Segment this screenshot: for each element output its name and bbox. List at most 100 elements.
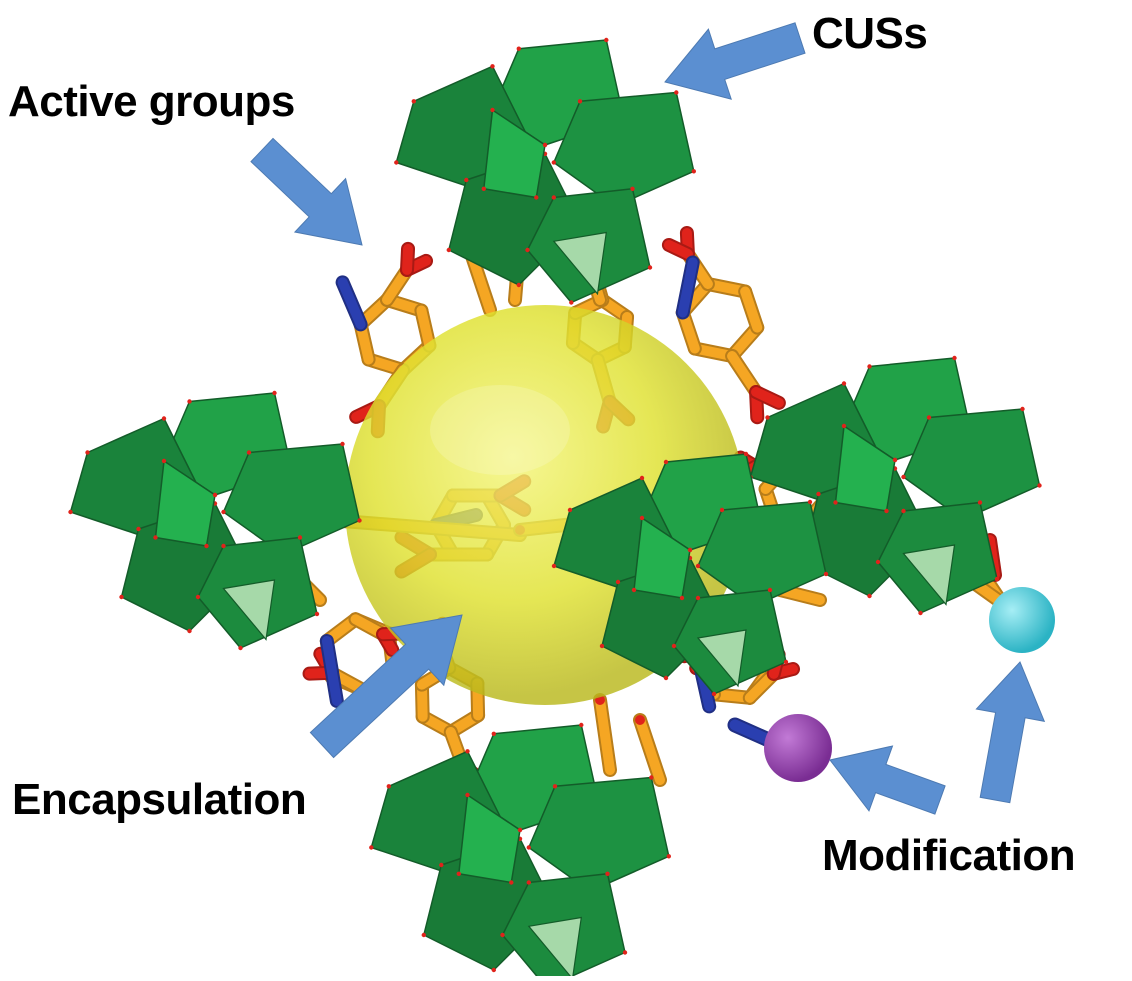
cluster-top (394, 37, 696, 305)
cluster-front-vertex-1-0 (567, 507, 573, 513)
cluster-bottom-light-facet (527, 916, 583, 981)
cluster-right-light-facet (902, 544, 956, 606)
cluster-top-vertex-4-2 (647, 265, 653, 270)
cluster-bottom-vertex-0-0 (491, 731, 496, 736)
cluster-front-facet-2 (697, 501, 827, 607)
cluster-top-vertex-2-2 (691, 169, 696, 174)
cluster-right-vertex-5-0 (841, 423, 847, 429)
cluster-bottom-vertex-2-0 (552, 784, 558, 789)
cluster-right-vertex-2-1 (1020, 406, 1025, 412)
arrow-encapsulation (309, 614, 463, 759)
annotation-arrows (250, 22, 1046, 815)
cluster-bottom-vertex-2-4 (526, 845, 531, 850)
cluster-right-vertex-2-0 (926, 415, 932, 420)
cluster-front-vertex-2-0 (719, 507, 725, 513)
cluster-left-vertex-4-3 (238, 645, 243, 651)
active-groups-label: Active groups (8, 77, 295, 126)
cluster-right-facet-2 (902, 408, 1041, 521)
cluster-top-vertex-2-1 (674, 90, 679, 95)
cluster-top-vertex-4-0 (551, 195, 556, 200)
cluster-left-vertex-2-0 (246, 450, 252, 455)
cluster-left-vertex-4-0 (221, 543, 226, 549)
strut-node-6 (635, 715, 645, 725)
amine-0 (337, 277, 366, 330)
cluster-bottom (369, 722, 671, 981)
cluster-left-vertex-1-4 (68, 509, 73, 515)
cluster-front-vertex-3-4 (599, 643, 605, 649)
linker-1-bond (740, 286, 763, 333)
strut-6 (635, 715, 665, 785)
cluster-right-vertex-4-2 (994, 576, 1000, 582)
cluster-bottom-vertex-5-3 (456, 871, 461, 876)
linker-0-bond (416, 305, 435, 351)
cluster-bottom-vertex-5-2 (509, 880, 514, 885)
cluster-top-vertex-1-4 (394, 160, 399, 165)
cluster-right-vertex-5-2 (884, 508, 889, 514)
cluster-top-vertex-3-4 (446, 247, 451, 253)
cluster-left-vertex-3-4 (119, 594, 124, 600)
cluster-left-vertex-5-0 (161, 458, 167, 464)
cluster-top-light-facet (552, 231, 608, 296)
cluster-right-vertex-0-1 (952, 355, 957, 361)
cluster-front-vertex-4-3 (711, 691, 717, 697)
cluster-right-vertex-4-3 (918, 610, 923, 616)
cluster-bottom-vertex-1-1 (465, 749, 470, 754)
cluster-left-vertex-1-0 (85, 450, 90, 455)
cluster-top-vertex-1-0 (411, 99, 416, 104)
cluster-bottom-vertex-2-2 (666, 854, 671, 859)
cluster-right-vertex-5-1 (892, 457, 898, 463)
cluster-top-vertex-2-0 (577, 99, 583, 104)
cluster-bottom-vertex-4-1 (605, 871, 610, 876)
cluster-top-vertex-0-0 (516, 46, 521, 51)
cluster-left-facet-2 (222, 443, 361, 556)
cluster-right-vertex-0-0 (867, 364, 872, 369)
cluster-right (748, 355, 1042, 616)
cluster-left (68, 390, 362, 651)
cluster-bottom-vertex-4-4 (500, 932, 505, 938)
arrow-active-groups (250, 137, 363, 246)
cluster-bottom-vertex-1-0 (386, 784, 391, 789)
cluster-front-vertex-2-1 (807, 499, 813, 505)
cluster-bottom-vertex-4-0 (526, 880, 531, 885)
amine-2 (321, 635, 342, 706)
cluster-left-vertex-2-1 (340, 441, 345, 447)
cluster-top-vertex-2-4 (551, 160, 556, 165)
cluster-bottom-vertex-4-2 (622, 950, 628, 955)
cluster-right-vertex-1-0 (765, 415, 770, 420)
cluster-front-vertex-1-1 (639, 475, 645, 481)
cluster-bottom-vertex-3-0 (439, 862, 444, 868)
cluster-left-vertex-0-0 (187, 399, 192, 404)
cluster-top-vertex-1-1 (490, 64, 495, 69)
cluster-top-vertex-5-3 (481, 186, 486, 191)
cluster-top-vertex-5-0 (490, 107, 495, 113)
cluster-left-light-facet (222, 579, 276, 641)
cluster-right-vertex-4-0 (901, 508, 906, 514)
cluster-front-light-facet (696, 629, 747, 688)
cluster-left-vertex-0-1 (272, 390, 277, 396)
cus-label: CUSs (812, 9, 928, 58)
cluster-bottom-vertex-1-4 (369, 845, 374, 850)
cluster-front-vertex-2-2 (823, 571, 829, 577)
cluster-top-vertex-4-3 (569, 300, 574, 305)
cavity-highlight (430, 385, 570, 475)
cluster-left-vertex-3-0 (136, 526, 141, 532)
cluster-front-vertex-0-0 (663, 459, 669, 465)
cluster-front-vertex-4-2 (783, 659, 789, 665)
arrow-modification-purple (829, 745, 946, 815)
cluster-front-vertex-3-0 (615, 579, 621, 585)
carboxylate-1-stem (727, 351, 762, 398)
cluster-bottom-vertex-5-0 (465, 792, 470, 798)
cluster-front-vertex-3-3 (663, 675, 669, 681)
cluster-left-vertex-5-2 (204, 543, 209, 549)
cyan-modifier-ball (989, 587, 1055, 653)
encapsulation-label: Encapsulation (12, 775, 307, 824)
cluster-left-vertex-5-3 (153, 535, 158, 540)
modification-label: Modification (822, 831, 1076, 880)
cluster-top-vertex-4-4 (525, 247, 530, 253)
cluster-left-vertex-4-1 (297, 535, 303, 540)
cluster-left-vertex-4-4 (195, 594, 201, 600)
cluster-top-vertex-5-2 (534, 195, 539, 200)
cluster-front-vertex-4-1 (767, 587, 773, 593)
cluster-top-facet-2 (553, 91, 695, 208)
